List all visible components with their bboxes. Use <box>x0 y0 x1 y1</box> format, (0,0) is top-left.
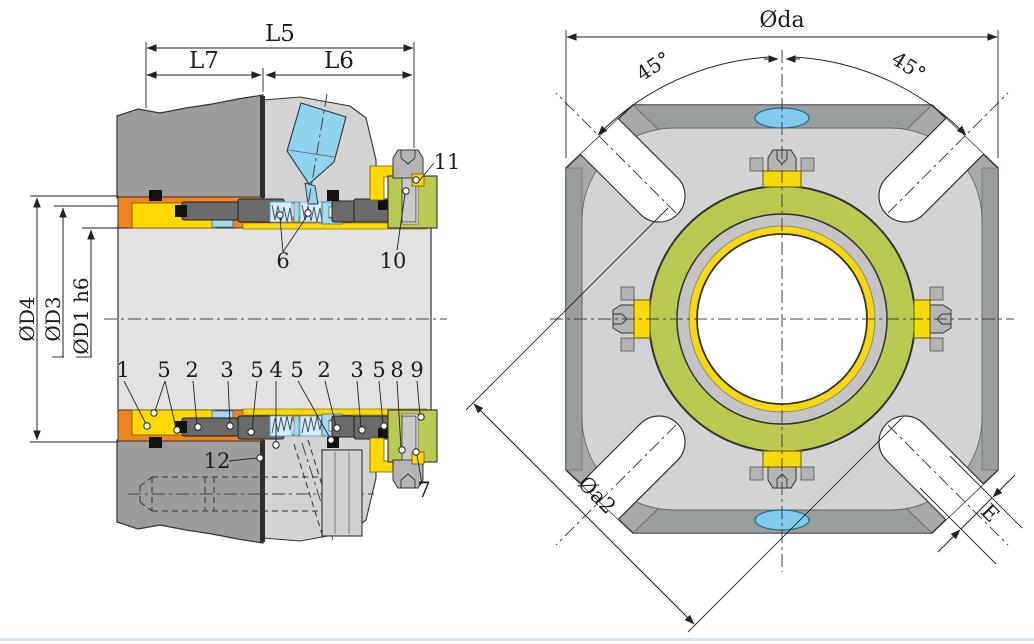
flush-port-blue <box>286 102 347 185</box>
part-callout-2b: 2 <box>317 358 330 382</box>
end-view: Øda 45° 45° Øa2 E <box>465 8 1023 633</box>
cross-section-view: L5 L7 L6 ØD4 ØD3 ØD1 h6 <box>15 21 460 544</box>
part-callout-7: 7 <box>417 478 430 502</box>
dim-label-e: E <box>976 499 1004 527</box>
housing-edge-shadow <box>260 96 265 198</box>
part-callout-9: 9 <box>410 358 423 382</box>
leader-lines <box>123 162 435 485</box>
hex-socket-icon <box>400 150 416 165</box>
seal-assembly-band <box>116 94 438 230</box>
part-callout-5c: 5 <box>290 358 303 382</box>
hex-nut <box>321 449 363 537</box>
part-callout-2a: 2 <box>185 358 198 382</box>
slot-axes <box>555 92 1009 546</box>
housing-section <box>116 94 264 199</box>
part-callout-8: 8 <box>390 358 403 382</box>
dim-label-l7: L7 <box>189 48 219 74</box>
part-callouts: 1 5 2 3 5 4 5 2 3 5 8 9 6 10 11 12 7 <box>116 150 460 502</box>
dim-label-l5: L5 <box>265 21 295 47</box>
hex-nut-facets <box>334 452 350 534</box>
port-channel <box>304 182 319 205</box>
o-ring <box>175 205 187 217</box>
dim-label-d1: ØD1 h6 <box>69 277 93 354</box>
dim-label-45-left: 45° <box>632 46 675 85</box>
spring-separator <box>293 201 300 223</box>
dim-oda: Øda <box>565 8 999 158</box>
gland-stud-hidden <box>128 449 374 537</box>
part-callout-5d: 5 <box>372 358 385 382</box>
dim-label-d4: ØD4 <box>15 296 39 341</box>
leader-dots <box>143 176 425 462</box>
part-callout-1: 1 <box>116 358 129 382</box>
length-dimensions: L5 L7 L6 <box>145 21 415 148</box>
part-callout-10: 10 <box>380 249 407 273</box>
part-callout-6: 6 <box>276 249 289 273</box>
seal-ring <box>181 201 239 221</box>
hidden-port-lines <box>293 439 337 535</box>
o-ring <box>149 190 162 201</box>
dim-label-l6: L6 <box>324 48 354 74</box>
part-callout-5a: 5 <box>157 358 170 382</box>
part-callout-3a: 3 <box>220 358 233 382</box>
seal-assembly-band-mirror <box>116 408 438 544</box>
o-ring <box>327 190 339 201</box>
footer-divider <box>0 638 1034 641</box>
diameter-dimensions: ØD4 ØD3 ØD1 h6 <box>15 195 128 443</box>
dim-label-45-right: 45° <box>887 46 930 85</box>
part-callout-4: 4 <box>269 358 282 382</box>
set-screw-assembly <box>749 149 815 188</box>
port-axis-centerline <box>307 93 328 206</box>
dim-label-d3: ØD3 <box>41 296 65 341</box>
part-callout-12: 12 <box>204 449 231 473</box>
stud-hidden-outline <box>139 476 322 512</box>
port-seam <box>287 149 335 158</box>
part-callout-11: 11 <box>434 150 461 174</box>
part-callout-5b: 5 <box>250 358 263 382</box>
o-ring <box>378 200 389 210</box>
part-callout-3b: 3 <box>350 358 363 382</box>
dim-label-oda: Øda <box>759 8 804 33</box>
